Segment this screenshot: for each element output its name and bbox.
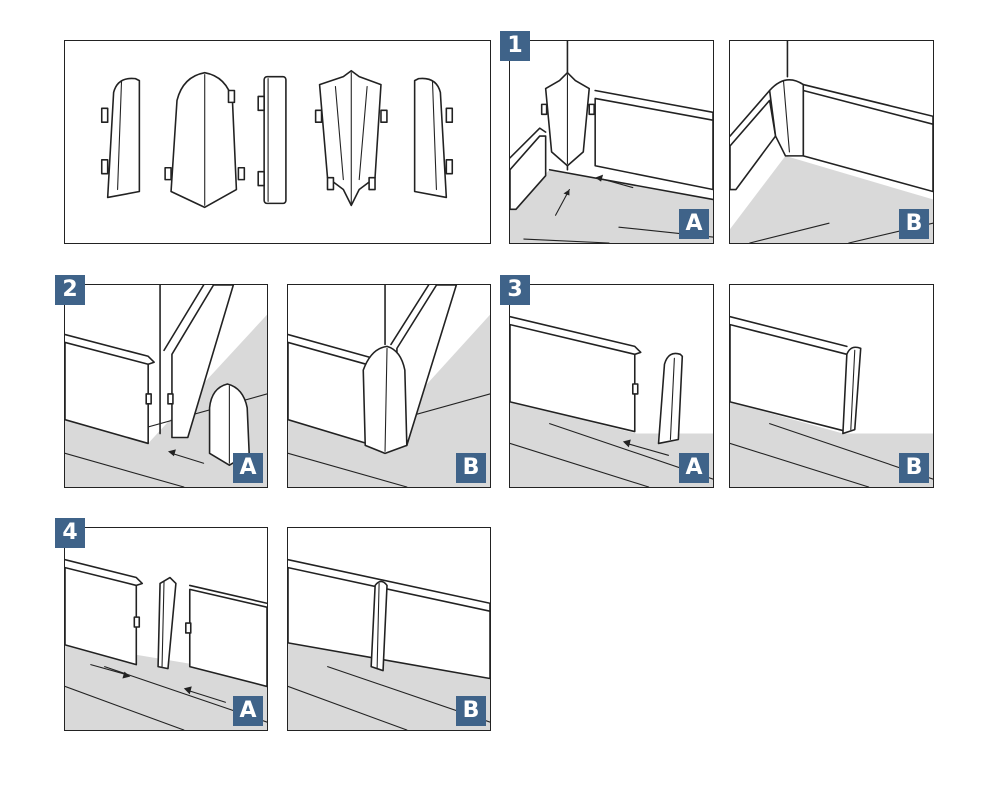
step-2a-panel: A <box>64 284 268 488</box>
step-4a-panel: A <box>64 527 268 731</box>
substep-a-badge: A <box>233 453 263 483</box>
step-1b-panel: B <box>729 40 934 244</box>
connector-finished-illustration <box>288 558 490 730</box>
parts-overview-panel <box>64 40 491 244</box>
end-cap-left-part <box>100 77 141 199</box>
substep-a-badge: A <box>679 453 709 483</box>
step-3b-panel: B <box>729 284 934 488</box>
inner-corner-install-illustration <box>510 41 713 243</box>
substep-b-badge: B <box>456 696 486 726</box>
connector-install-illustration <box>65 558 267 730</box>
step-3-badge: 3 <box>500 275 530 305</box>
parts-overview-illustration <box>100 69 454 209</box>
substep-a-badge: A <box>679 209 709 239</box>
substep-a-badge: A <box>233 696 263 726</box>
end-cap-right-part <box>413 77 454 199</box>
step-1-badge: 1 <box>500 31 530 61</box>
step-1a-panel: A <box>509 40 714 244</box>
substep-b-badge: B <box>899 453 929 483</box>
step-3a-panel: A <box>509 284 714 488</box>
step-4-badge: 4 <box>55 518 85 548</box>
outer-corner-install-illustration <box>65 285 267 487</box>
substep-b-badge: B <box>456 453 486 483</box>
step-2-badge: 2 <box>55 275 85 305</box>
inner-corner-finished-illustration <box>730 41 933 243</box>
end-cap-finished-illustration <box>730 315 933 487</box>
step-4b-panel: B <box>287 527 491 731</box>
outer-corner-part <box>164 71 246 209</box>
outer-corner-finished-illustration <box>288 285 490 487</box>
step-2b-panel: B <box>287 284 491 488</box>
connector-part <box>257 75 287 205</box>
substep-b-badge: B <box>899 209 929 239</box>
inner-corner-part <box>314 69 388 207</box>
end-cap-install-illustration <box>510 315 713 487</box>
